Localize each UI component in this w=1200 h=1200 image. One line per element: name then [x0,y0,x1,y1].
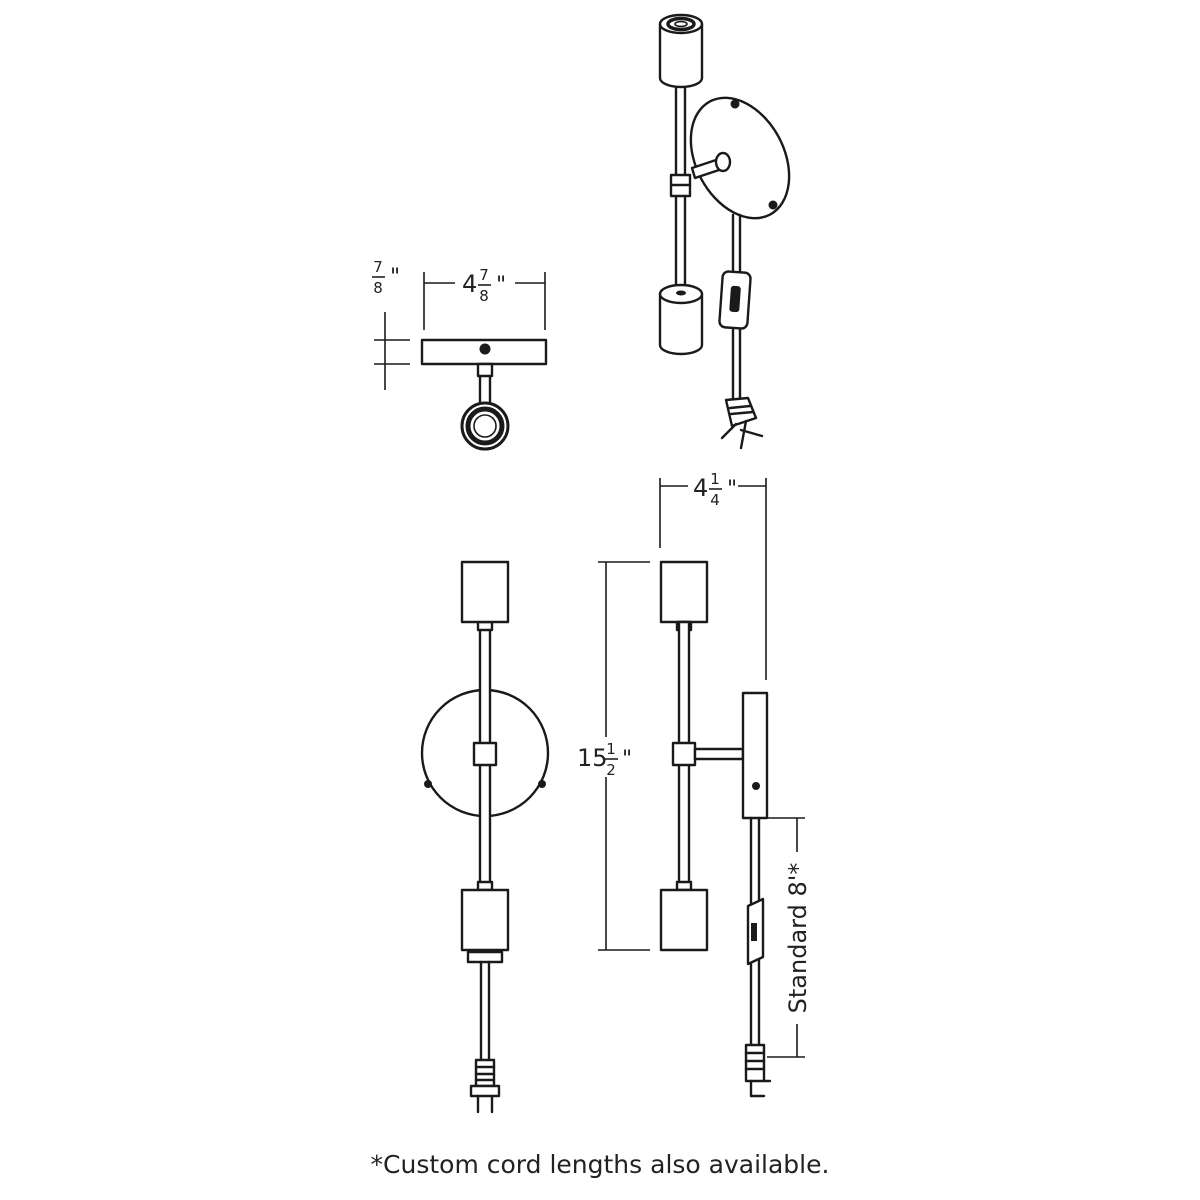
front-plate-screw [538,780,546,788]
canopy-depth-unit: " [390,265,400,290]
front-cord-grommet [466,950,504,964]
side-view: 4 1 4 " 15 1 2 " Standard 8'* [577,470,812,1098]
projection-dimension: 4 1 4 " [659,470,767,680]
top-socket [658,13,704,89]
front-bottom-socket [460,888,510,952]
socket-top-ring [460,401,510,451]
canopy-width-dimension: 4 7 8 " [423,266,546,330]
projection-denominator: 4 [710,491,720,509]
front-center-collar [472,741,498,767]
canopy-screw-hole [479,343,491,355]
cord-length-dimension: Standard 8'* [767,817,812,1058]
front-top-socket [460,560,510,624]
height-unit: " [622,747,632,772]
canopy-width-whole: 4 [462,270,477,298]
side-plate-screw [752,782,760,790]
bottom-socket [658,283,704,356]
projection-whole: 4 [693,474,708,502]
side-arm [693,747,745,761]
canopy-depth-numerator: 7 [373,258,383,276]
perspective-cord [718,213,764,450]
height-denominator: 2 [606,761,616,779]
perspective-view [658,13,791,450]
height-numerator: 1 [606,740,616,758]
wall-plate [689,96,791,220]
projection-unit: " [727,477,737,502]
front-plate-screw [424,780,432,788]
side-wall-plate [741,691,769,820]
canopy-width-denominator: 8 [479,287,489,305]
front-view [420,560,550,1114]
canopy-depth-dimension: 7 8 " [372,258,410,390]
projection-numerator: 1 [710,470,720,488]
cord-length-label: Standard 8'* [784,863,812,1014]
side-plug [744,1043,772,1098]
front-plug [469,1058,501,1114]
top-view: 4 7 8 " 7 8 " [372,258,548,451]
wall-plate-screw [730,99,740,109]
canopy-stem-collar [476,362,494,378]
side-top-socket [659,560,709,624]
footnote: *Custom cord lengths also available. [370,1150,830,1179]
side-center-collar [671,741,697,767]
side-cord [744,816,772,1098]
plug [720,396,764,450]
height-whole: 15 [577,744,608,772]
height-dimension: 15 1 2 " [577,561,650,951]
canopy-depth-denominator: 8 [373,279,383,297]
wall-plate-screw [768,200,778,210]
canopy-width-unit: " [496,273,506,298]
side-bottom-socket [659,888,709,952]
canopy-width-numerator: 7 [479,266,489,284]
